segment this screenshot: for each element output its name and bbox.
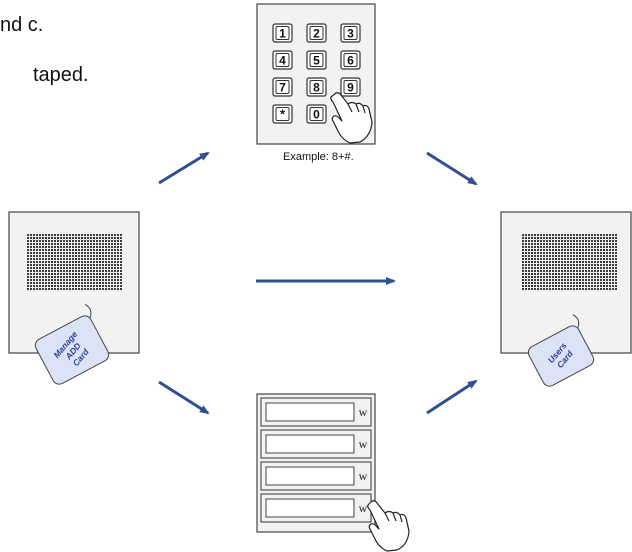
keypad-key-inner	[343, 53, 358, 67]
right-speaker-grille	[521, 233, 617, 290]
manage-card	[34, 304, 110, 385]
left-speaker-grille	[27, 233, 123, 290]
instruction-line-2: taped.	[33, 64, 89, 86]
keypad-key-label: 2	[313, 27, 320, 41]
keypad-key[interactable]: 1	[272, 23, 293, 43]
name-label-window	[265, 434, 355, 454]
call-button-row[interactable]: w	[260, 493, 372, 523]
bell-symbol: w	[359, 437, 368, 451]
card-lanyard-icon	[572, 314, 580, 329]
name-label-window	[265, 498, 355, 518]
arrow-buttons-to-right	[426, 379, 478, 415]
manage-card-body	[34, 315, 110, 385]
bell-symbol: w	[359, 501, 368, 515]
keypad-key-inner	[275, 107, 290, 121]
bell-symbol: w	[359, 469, 368, 483]
keypad-key[interactable]: 4	[272, 50, 293, 70]
call-button-row[interactable]: w	[260, 397, 372, 427]
users-card-body	[527, 325, 595, 387]
keypad-key-label: *	[280, 107, 286, 122]
keypad-key-inner	[343, 26, 358, 40]
arrow-left-to-keypad	[158, 151, 210, 185]
keypad-key-inner	[275, 26, 290, 40]
keypad-key[interactable]: 8	[306, 77, 327, 97]
call-button-row[interactable]: w	[260, 461, 372, 491]
keypad-key-inner	[275, 80, 290, 94]
keypad-key-label: 6	[347, 54, 354, 68]
card-lanyard-icon	[84, 304, 92, 318]
keypad-key-inner	[309, 26, 324, 40]
keypad-key[interactable]: 5	[306, 50, 327, 70]
keypad-key-label: 7	[279, 81, 286, 95]
keypad-caption: Example: 8+#.	[283, 151, 354, 163]
keypad-key-label: 1	[279, 27, 286, 41]
hand-pointer-icon	[367, 500, 410, 552]
keypad-key[interactable]: 0	[306, 104, 327, 124]
bell-symbol: w	[359, 405, 368, 419]
hand-pointer-icon	[330, 92, 373, 144]
keypad-key-inner	[309, 80, 324, 94]
keypad-key[interactable]: 6	[340, 50, 361, 70]
keypad-key[interactable]: 2	[306, 23, 327, 43]
name-label-window	[265, 466, 355, 486]
keypad-key[interactable]: 3	[340, 23, 361, 43]
keypad-key-label: 3	[347, 27, 354, 41]
keypad-key-inner	[309, 53, 324, 67]
users-card	[527, 314, 595, 387]
keypad-key[interactable]: 9	[340, 77, 361, 97]
flow-arrows	[158, 151, 478, 415]
name-label-window	[265, 402, 355, 422]
keypad-key[interactable]: *	[272, 104, 293, 124]
keypad-key-label: 5	[313, 54, 320, 68]
keypad-key-label: 9	[347, 81, 354, 95]
keypad-key-inner	[275, 53, 290, 67]
arrow-keypad-to-right	[426, 151, 478, 186]
button-rows: w w w w	[260, 397, 372, 523]
keypad-key-inner	[343, 80, 358, 94]
call-button-row[interactable]: w	[260, 429, 372, 459]
arrow-left-to-buttons	[158, 380, 210, 415]
keypad-key-label: 8	[313, 81, 320, 95]
keypad-key-label: 0	[313, 108, 320, 122]
keypad-key-label: 4	[279, 54, 286, 68]
instruction-line-1: nd c.	[0, 14, 44, 36]
keypad-key-inner	[309, 107, 324, 121]
keypad-key[interactable]: 7	[272, 77, 293, 97]
